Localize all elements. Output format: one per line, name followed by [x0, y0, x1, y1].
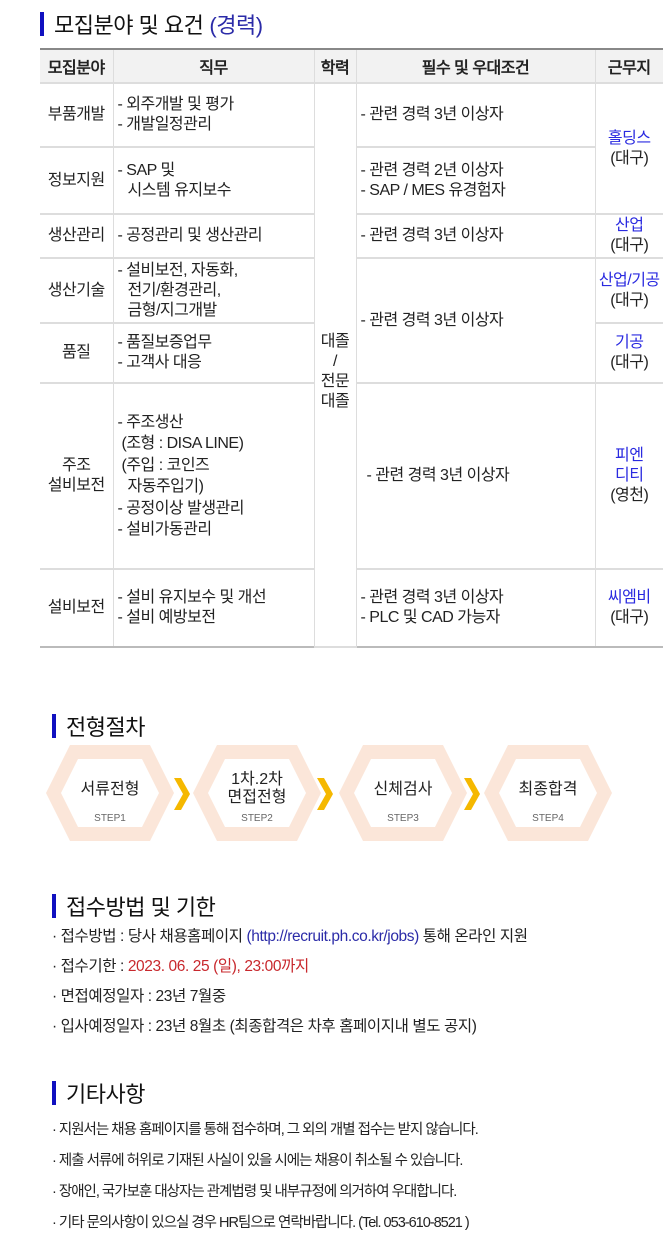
location-cell: 씨엠비(대구): [594, 569, 663, 648]
section-heading-etc: 기타사항: [52, 1077, 145, 1109]
header-duty: 직무: [112, 48, 314, 84]
heading-bar: [52, 894, 56, 918]
requirement-cell: - 관련 경력 2년 이상자- SAP / MES 유경험자: [355, 147, 595, 215]
step-1: 서류전형 STEP1: [46, 745, 174, 841]
step-number: STEP2: [241, 813, 273, 824]
heading-paren: (경력): [209, 13, 263, 38]
field-cell: 품질: [40, 323, 113, 384]
step-4: 최종합격 STEP4: [484, 745, 612, 841]
duty-cell: - 설비 유지보수 및 개선- 설비 예방보전: [112, 569, 314, 648]
duty-cell: - 설비보전, 자동화,전기/환경관리,금형/지그개발: [112, 258, 314, 324]
location-cell: 기공(대구): [594, 323, 663, 384]
heading-bar: [52, 1081, 56, 1105]
list-item: · 장애인, 국가보훈 대상자는 관계법령 및 내부규정에 의거하여 우대합니다…: [52, 1184, 457, 1200]
requirement-cell: - 관련 경력 3년 이상자: [355, 258, 595, 384]
header-requirements: 필수 및 우대조건: [355, 48, 595, 84]
header-field: 모집분야: [40, 48, 113, 84]
step-label: 최종합격: [518, 781, 578, 798]
join-date: · 입사예정일자 : 23년 8월초 (최종합격은 차후 홈페이지내 별도 공지…: [52, 1018, 477, 1035]
recruitment-table: 모집분야 직무 학력 필수 및 우대조건 근무지 부품개발 - 외주개발 및 평…: [40, 48, 663, 648]
heading-bar: [52, 714, 56, 738]
requirement-cell: - 관련 경력 3년 이상자: [355, 383, 595, 570]
step-3: 신체검사 STEP3: [339, 745, 467, 841]
hexagon-icon: [339, 745, 467, 841]
heading-bar: [40, 12, 44, 36]
chevron-right-icon: [174, 778, 190, 810]
etc-list: · 지원서는 채용 홈페이지를 통해 접수하며, 그 외의 개별 접수는 받지 …: [52, 1115, 479, 1239]
application-method: · 접수방법 : 당사 채용홈페이지 (http://recruit.ph.co…: [52, 928, 528, 945]
location-cell: 산업(대구): [594, 214, 663, 259]
heading-text: 전형절차: [66, 715, 145, 740]
table-row: 생산관리 - 공정관리 및 생산관리 - 관련 경력 3년 이상자 산업(대구): [40, 214, 663, 259]
step-number: STEP3: [387, 813, 419, 824]
location-cell: 산업/기공(대구): [594, 258, 663, 324]
recruit-link[interactable]: (http://recruit.ph.co.kr/jobs): [246, 928, 420, 945]
step-label: 신체검사: [373, 781, 433, 798]
application-info: · 접수방법 : 당사 채용홈페이지 (http://recruit.ph.co…: [52, 922, 528, 1042]
header-location: 근무지: [594, 48, 663, 84]
requirement-cell: - 관련 경력 3년 이상자: [355, 83, 595, 148]
chevron-right-icon: [464, 778, 480, 810]
duty-cell: - 외주개발 및 평가- 개발일정관리: [112, 83, 314, 148]
list-item: · 지원서는 채용 홈페이지를 통해 접수하며, 그 외의 개별 접수는 받지 …: [52, 1122, 479, 1138]
heading-text: 기타사항: [66, 1082, 145, 1107]
header-education: 학력: [313, 48, 356, 84]
step-label: 서류전형: [80, 781, 140, 798]
heading-text: 접수방법 및 기한: [66, 895, 216, 920]
field-cell: 생산관리: [40, 214, 113, 259]
application-deadline: · 접수기한 : 2023. 06. 25 (일), 23:00까지: [52, 958, 309, 975]
duty-cell: - 품질보증업무- 고객사 대응: [112, 323, 314, 384]
section-heading-process: 전형절차: [52, 710, 145, 742]
heading-text: 모집분야 및 요건: [54, 13, 204, 38]
hexagon-icon: [484, 745, 612, 841]
table-row: 설비보전 - 설비 유지보수 및 개선- 설비 예방보전 - 관련 경력 3년 …: [40, 569, 663, 648]
step-number: STEP1: [94, 813, 126, 824]
field-cell: 정보지원: [40, 147, 113, 215]
hexagon-icon: [193, 745, 321, 841]
hexagon-icon: [46, 745, 174, 841]
field-cell: 설비보전: [40, 569, 113, 648]
table-header: 모집분야 직무 학력 필수 및 우대조건 근무지: [40, 48, 663, 84]
requirement-cell: - 관련 경력 3년 이상자- PLC 및 CAD 가능자: [355, 569, 595, 648]
list-item: · 제출 서류에 허위로 기재된 사실이 있을 시에는 채용이 취소될 수 있습…: [52, 1153, 463, 1169]
section-heading-recruitment: 모집분야 및 요건 (경력): [40, 8, 263, 40]
field-cell: 부품개발: [40, 83, 113, 148]
table-row: 생산기술 - 설비보전, 자동화,전기/환경관리,금형/지그개발 - 관련 경력…: [40, 258, 663, 384]
table-row: 품질 - 품질보증업무- 고객사 대응 기공(대구): [40, 323, 663, 384]
section-heading-application: 접수방법 및 기한: [52, 890, 216, 922]
chevron-right-icon: [317, 778, 333, 810]
field-cell: 생산기술: [40, 258, 113, 324]
interview-date: · 면접예정일자 : 23년 7월중: [52, 988, 226, 1005]
requirement-cell: - 관련 경력 3년 이상자: [355, 214, 595, 259]
location-cell: 홀딩스(대구): [594, 83, 663, 215]
duty-cell: - 공정관리 및 생산관리: [112, 214, 314, 259]
step-number: STEP4: [532, 813, 564, 824]
list-item: · 기타 문의사항이 있으실 경우 HR팀으로 연락바랍니다. (Tel. 05…: [52, 1215, 470, 1231]
